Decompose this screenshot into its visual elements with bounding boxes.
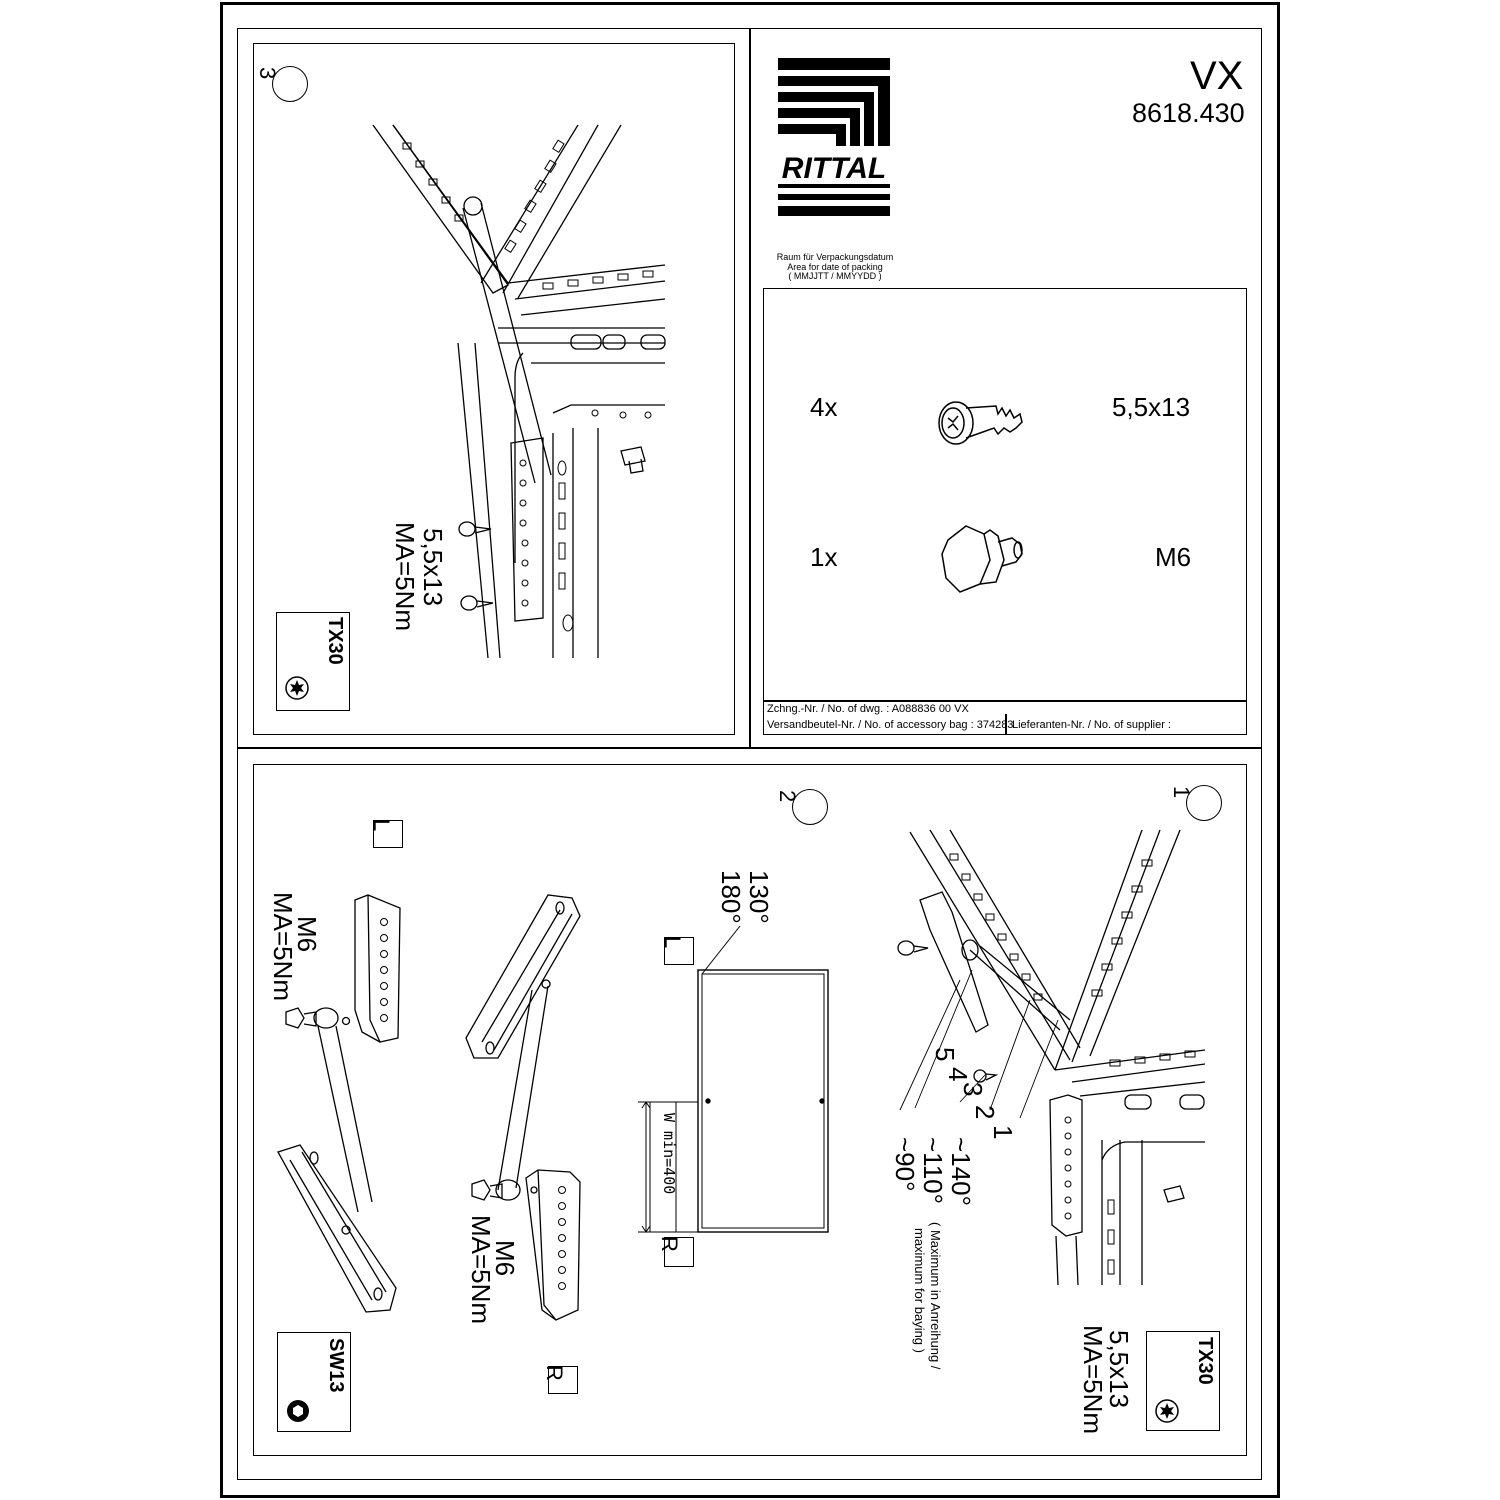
step1-screw-size: 5,5x13 [1104, 1330, 1134, 1409]
torx-icon [285, 676, 309, 700]
step2-plan-view [638, 925, 829, 1233]
label-left-bracket: L [369, 819, 403, 848]
hinge-arm-left-illustration [277, 894, 401, 1313]
divider-horizontal [237, 747, 1262, 749]
footer-divider-vertical [1005, 714, 1007, 735]
parts-box [763, 288, 1247, 735]
drawing-number: Zchng.-Nr. / No. of dwg. : A088836 00 VX [767, 703, 969, 715]
hinge-arm-right-illustration [465, 894, 581, 1321]
step3-panel [253, 43, 735, 735]
step2-label-right: R [657, 1236, 694, 1267]
step1-position-1: 1 [988, 1125, 1018, 1140]
step1-position-4: 4 [943, 1067, 973, 1082]
step1-torque: MA=5Nm [1078, 1325, 1108, 1435]
part-name-bolt: M6 [1155, 542, 1192, 572]
step3-tool-box [276, 612, 350, 711]
screw-icon [938, 401, 1023, 445]
step3-tool-label: TX30 [324, 617, 346, 665]
sw13-tool-label: SW13 [325, 1338, 347, 1393]
step1-number: 1 [1169, 785, 1222, 821]
step1-note-en: maximum for baying ) [912, 1228, 927, 1353]
label-right-bracket: R [542, 1365, 578, 1394]
article-number: 8618.430 [1132, 98, 1245, 128]
step3-illustration [372, 124, 666, 659]
step1-position-3: 3 [958, 1082, 988, 1097]
torx-icon [1155, 1399, 1179, 1423]
step1-tool-label: TX30 [1194, 1337, 1216, 1385]
rittal-logo-icon: RITTAL [778, 58, 890, 216]
hex-socket-icon [287, 1400, 309, 1422]
packing-date-note-de: Raum für Verpackungsdatum [776, 252, 894, 262]
outer-frame [220, 2, 1280, 1498]
step1-tool-box [1146, 1331, 1220, 1431]
step1-illustration [897, 829, 1206, 1286]
step3-number: 3 [255, 66, 308, 102]
step2-dimension: W min=400 [660, 1113, 678, 1195]
step1-angle-110: ~110° [918, 1137, 948, 1205]
product-title: VX [1190, 54, 1244, 98]
step3-torque: MA=5Nm [390, 522, 420, 632]
step1-angle-90: ~90° [890, 1137, 920, 1192]
divider-vertical [749, 28, 751, 748]
bottom-panel [253, 764, 1247, 1456]
accessory-bag-number: Versandbeutel-Nr. / No. of accessory bag… [767, 719, 1014, 731]
step2-number: 2 [775, 789, 828, 825]
step3-screw-size: 5,5x13 [418, 528, 448, 607]
supplier-number: Lieferanten-Nr. / No. of supplier : [1012, 719, 1171, 731]
step1-position-5: 5 [930, 1047, 960, 1062]
lr-torque-right: MA=5Nm [466, 1215, 496, 1325]
part-qty-screw: 4x [810, 392, 838, 422]
part-qty-bolt: 1x [810, 542, 838, 572]
footer-divider [763, 700, 1247, 702]
step1-angle-140: ~140° [946, 1137, 976, 1206]
step2-label-left: L [660, 936, 694, 965]
step1-note-de: ( Maximum in Anreihung / [928, 1222, 943, 1370]
step1-position-2: 2 [970, 1105, 1000, 1120]
part-name-screw: 5,5x13 [1112, 392, 1191, 422]
svg-text:RITTAL: RITTAL [782, 152, 886, 185]
packing-date-note-format: ( MMJJTT / MMYYDD ) [788, 271, 882, 281]
hex-bolt-icon [941, 525, 1023, 593]
packing-date-note-en: Area for date of packing [787, 262, 883, 272]
sw13-tool-box [277, 1332, 351, 1432]
